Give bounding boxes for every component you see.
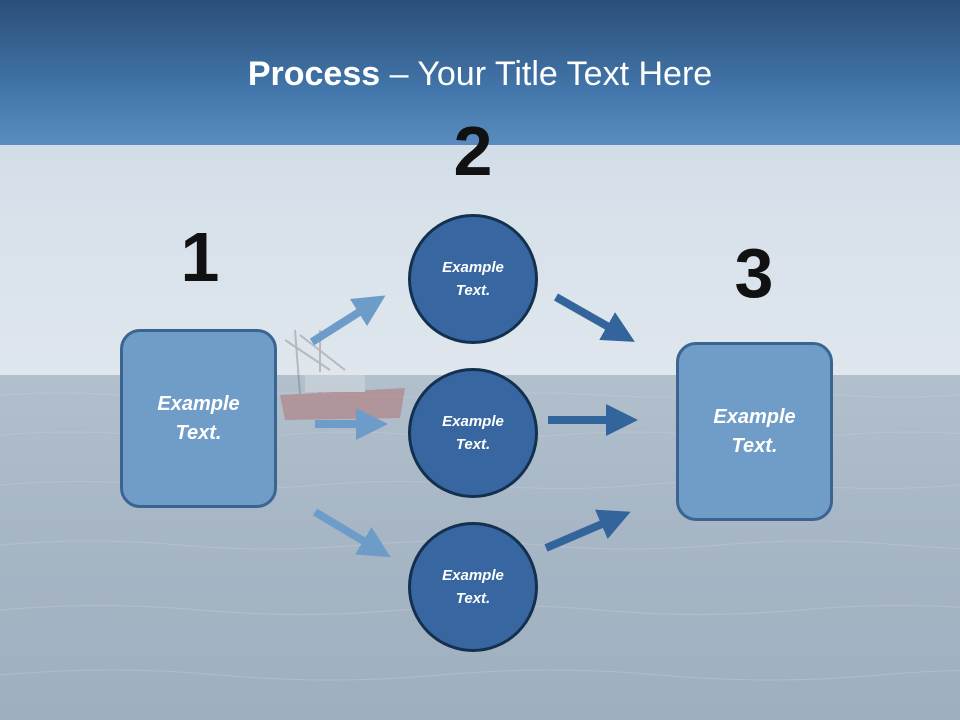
title-rest-part: – Your Title Text Here xyxy=(380,55,713,93)
slide-title: Process – Your Title Text Here xyxy=(0,52,960,96)
step-number-2: 2 xyxy=(453,112,493,190)
step-3-box: Example Text. xyxy=(676,342,833,521)
arrow-top-to-3 xyxy=(554,293,635,342)
arrow-1-to-top xyxy=(309,295,386,346)
step-number-1: 1 xyxy=(180,218,220,296)
title-bold-part: Process xyxy=(247,55,381,93)
step-2-circle-middle: Example Text. xyxy=(408,368,538,498)
step-2-circle-bottom-text: Example Text. xyxy=(442,567,504,607)
step-2-circle-bottom: Example Text. xyxy=(408,522,538,652)
step-1-text: Example Text. xyxy=(157,392,240,444)
step-2-circle-top-text: Example Text. xyxy=(442,259,504,299)
arrow-1-to-bottom xyxy=(312,508,391,558)
arrow-bottom-to-3 xyxy=(544,509,631,552)
step-2-circle-top: Example Text. xyxy=(408,214,538,344)
step-2-circle-middle-text: Example Text. xyxy=(442,413,504,453)
step-number-3: 3 xyxy=(734,234,774,312)
step-1-box: Example Text. xyxy=(120,329,277,508)
title-bar xyxy=(0,0,960,145)
step-3-text: Example Text. xyxy=(713,405,796,457)
